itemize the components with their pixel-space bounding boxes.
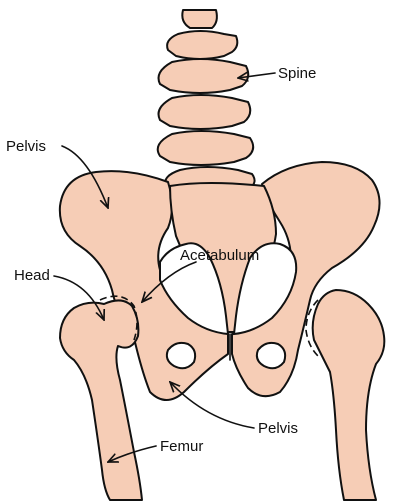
label-pelvis-upper: Pelvis [6,138,46,155]
label-spine: Spine [278,65,316,82]
vertebra-2 [167,31,237,59]
left-obturator-foramen [167,343,195,368]
right-obturator-foramen [257,343,285,368]
left-femur [60,300,142,500]
label-femur: Femur [160,438,203,455]
vertebra-4 [159,95,251,129]
right-femur [313,290,385,500]
label-acetabulum: Acetabulum [180,247,259,264]
spine [158,10,255,192]
vertebra-1 [182,10,217,28]
label-pelvis-lower: Pelvis [258,420,298,437]
vertebra-3 [159,59,249,93]
label-head: Head [14,267,50,284]
vertebra-5 [158,131,253,165]
